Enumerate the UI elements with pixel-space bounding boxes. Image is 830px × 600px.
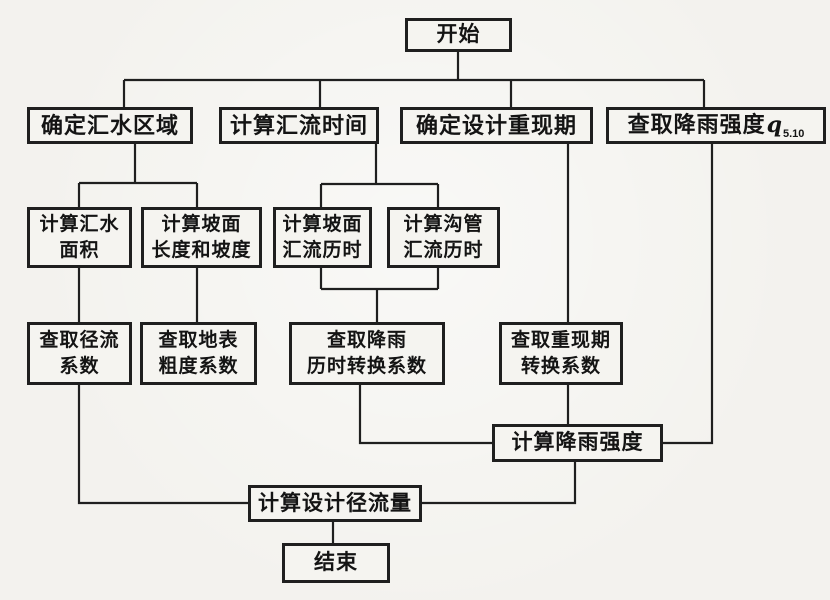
- node-end: 结束: [282, 543, 390, 583]
- label-line: 面积: [59, 239, 100, 261]
- node-lookup-roughness-coeff: 查取地表 粗度系数: [140, 322, 257, 385]
- label-line: 系数: [59, 355, 100, 377]
- node-determine-catchment: 确定汇水区域: [27, 107, 193, 144]
- node-calc-confluence-time: 计算汇流时间: [219, 107, 379, 144]
- q-subscript: 5.10: [782, 128, 805, 141]
- q-symbol: q: [766, 112, 783, 139]
- rain-intensity-label: 查取降雨强度: [627, 112, 766, 138]
- node-calc-pipe-confluence: 计算沟管 汇流历时: [387, 207, 500, 268]
- node-lookup-runoff-coeff: 查取径流 系数: [27, 322, 132, 385]
- label-line: 查取径流: [39, 330, 120, 352]
- label-line: 计算坡面: [282, 214, 363, 236]
- node-lookup-period-conversion: 查取重现期 转换系数: [499, 322, 623, 385]
- label-line: 查取地表: [158, 330, 239, 352]
- node-calc-slope-confluence: 计算坡面 汇流历时: [273, 207, 372, 268]
- node-determine-return-period: 确定设计重现期: [400, 107, 593, 144]
- node-calc-design-runoff: 计算设计径流量: [248, 485, 422, 522]
- label-line: 查取降雨: [326, 330, 407, 352]
- label-line: 历时转换系数: [306, 355, 427, 377]
- node-lookup-rain-intensity: 查取降雨强度 q 5.10: [606, 107, 826, 144]
- label-line: 长度和坡度: [151, 239, 252, 261]
- edge-runoffcoeff-to-designrunoff: [77, 385, 248, 505]
- label-line: 转换系数: [520, 355, 601, 377]
- edge-rainintensity-to-designrunoff: [422, 462, 577, 505]
- label-line: 查取重现期: [510, 330, 611, 352]
- label-line: 计算汇水: [39, 214, 120, 236]
- label-line: 粗度系数: [158, 355, 239, 377]
- edge-qlookup-to-rainintensity: [663, 144, 714, 445]
- label-line: 计算沟管: [403, 214, 484, 236]
- label-line: 汇流历时: [282, 239, 363, 261]
- rain-intensity-formula: 查取降雨强度 q 5.10: [628, 110, 805, 140]
- node-calc-slope-length: 计算坡面 长度和坡度: [141, 207, 262, 268]
- label-line: 汇流历时: [403, 239, 484, 261]
- node-calc-rain-intensity: 计算降雨强度: [492, 424, 663, 462]
- node-start: 开始: [405, 18, 512, 52]
- node-lookup-duration-conversion: 查取降雨 历时转换系数: [289, 322, 445, 385]
- label-line: 计算坡面: [161, 214, 242, 236]
- edge-durationconv-to-rainintensity: [358, 385, 492, 445]
- node-calc-catchment-area: 计算汇水 面积: [27, 207, 132, 268]
